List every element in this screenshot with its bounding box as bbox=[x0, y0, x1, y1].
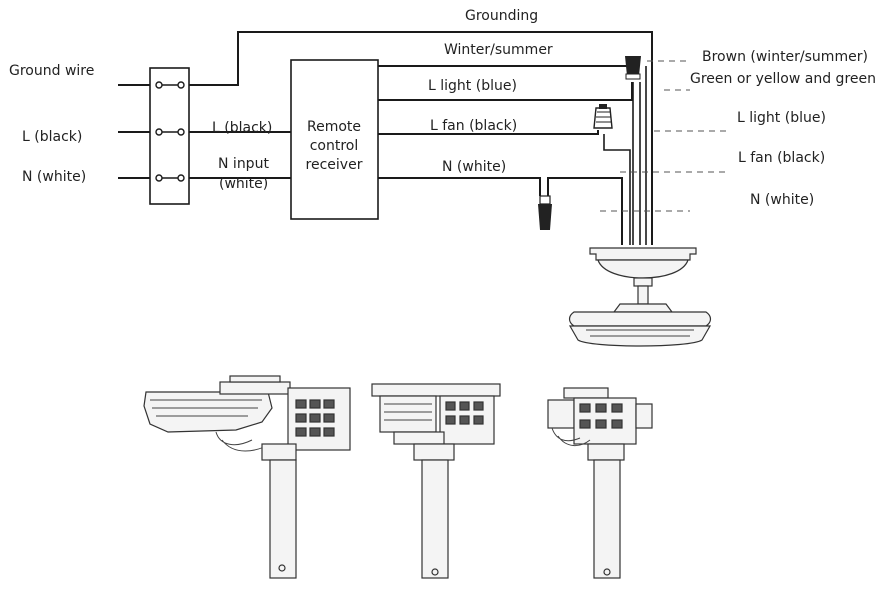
l-fan-wire bbox=[378, 130, 599, 135]
l-light-blue-inner-label: L light (blue) bbox=[428, 78, 517, 94]
assembly-drawing-1 bbox=[143, 375, 351, 579]
assembly-drawing-3 bbox=[547, 387, 653, 579]
n-fan-wire bbox=[547, 177, 623, 245]
receiver-box bbox=[290, 59, 379, 220]
receiver-label-line1: Remote bbox=[307, 119, 361, 135]
switch-block bbox=[149, 67, 190, 205]
l-fan-black-right-label: L fan (black) bbox=[738, 150, 825, 166]
ceiling-fan-drawing bbox=[568, 247, 712, 347]
ground-wire-label: Ground wire bbox=[9, 63, 94, 79]
l-light-wire bbox=[378, 82, 633, 101]
l-black-left-label: L (black) bbox=[22, 129, 82, 145]
l-light-blue-right-label: L light (blue) bbox=[737, 110, 826, 126]
l-black-mid-label: L (black) bbox=[212, 120, 272, 136]
winter-summer-label: Winter/summer bbox=[444, 42, 553, 58]
receiver-label-line3: receiver bbox=[306, 157, 363, 173]
wire-nut-fan bbox=[593, 104, 613, 129]
brown-label: Brown (winter/summer) bbox=[702, 49, 868, 65]
wire-nut-light bbox=[625, 56, 641, 80]
n-input-label-line1: N input bbox=[218, 156, 269, 172]
n-wire bbox=[378, 177, 541, 196]
grounding-label: Grounding bbox=[465, 8, 538, 24]
n-white-left-label: N (white) bbox=[22, 169, 86, 185]
n-white-right-label: N (white) bbox=[750, 192, 814, 208]
green-yellow-label: Green or yellow and green bbox=[690, 71, 876, 87]
l-fan-black-inner-label: L fan (black) bbox=[430, 118, 517, 134]
fan-lead-fan bbox=[603, 134, 631, 245]
n-white-inner-label: N (white) bbox=[442, 159, 506, 175]
wire-nut-neutral bbox=[538, 195, 552, 230]
n-input-label-line2: (white) bbox=[219, 176, 268, 192]
assembly-drawing-2 bbox=[371, 383, 501, 579]
receiver-label-line2: control bbox=[310, 138, 359, 154]
grounding-wire bbox=[189, 31, 653, 245]
